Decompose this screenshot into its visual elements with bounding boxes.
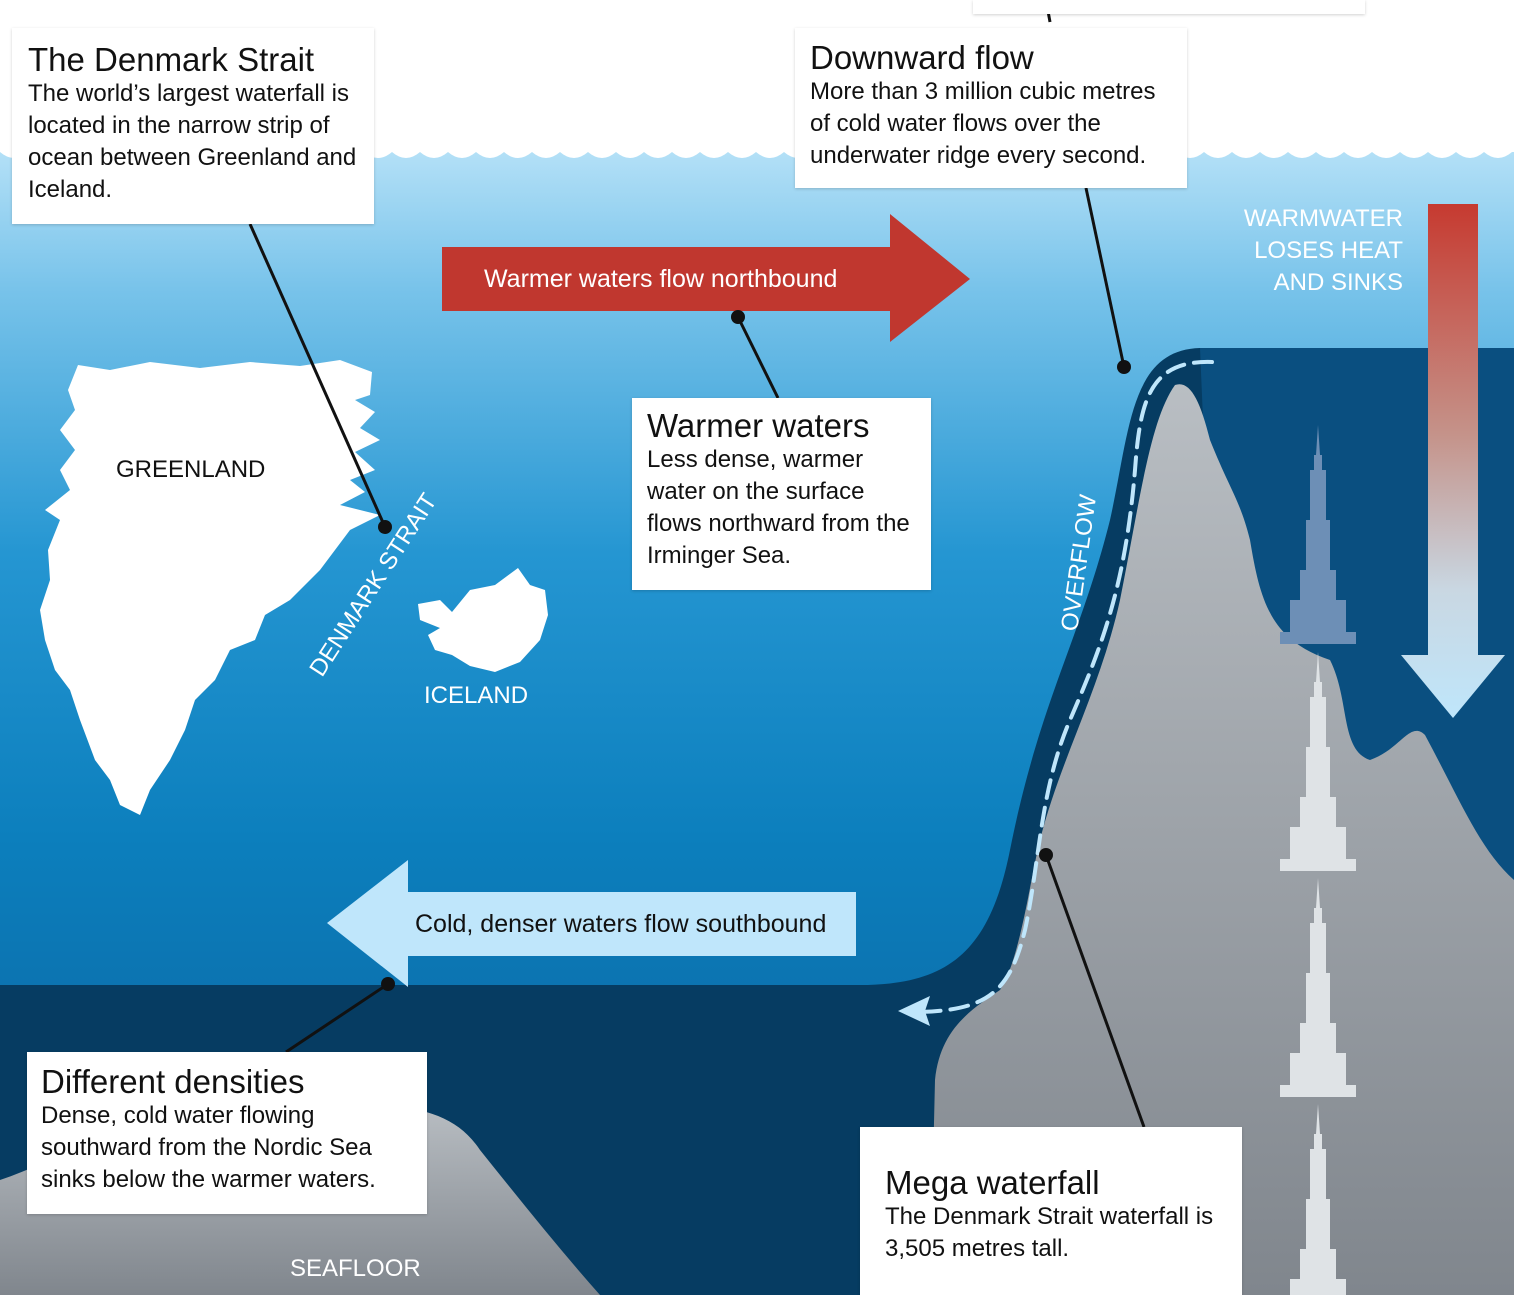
different-densities-body: Dense, cold water flowing southward from… bbox=[41, 1102, 376, 1193]
greenland-label: GREENLAND bbox=[116, 456, 266, 483]
northbound-arrow bbox=[442, 214, 970, 342]
warm-sinks-line-3: AND SINKS bbox=[1273, 269, 1403, 296]
iceland-label: ICELAND bbox=[424, 682, 529, 709]
southbound-arrow-label: Cold, denser waters flow southbound bbox=[415, 910, 827, 938]
warmer-waters-body: Less dense, warmer water on the surface … bbox=[647, 446, 910, 569]
downward-flow-body: More than 3 million cubic metres of cold… bbox=[810, 78, 1156, 169]
northbound-arrow-label: Warmer waters flow northbound bbox=[484, 265, 838, 293]
different-densities-title: Different densities bbox=[41, 1063, 305, 1100]
warm-sinks-line-1: WARMWATER bbox=[1243, 205, 1403, 232]
sinking-arrow bbox=[1401, 204, 1505, 718]
denmark-strait-card: The Denmark Strait The world’s largest w… bbox=[12, 28, 374, 224]
top-cropped-card bbox=[973, 0, 1365, 14]
warm-sinks-line-2: LOSES HEAT bbox=[1254, 237, 1403, 264]
overflow-path bbox=[918, 359, 1214, 1014]
southbound-arrow bbox=[327, 860, 856, 987]
underwater-ridge bbox=[930, 384, 1514, 1295]
warmer-waters-card: Warmer waters Less dense, warmer water o… bbox=[632, 398, 931, 590]
mega-waterfall-title: Mega waterfall bbox=[885, 1164, 1100, 1201]
connector-dots bbox=[378, 310, 1131, 991]
building-stack bbox=[1280, 425, 1356, 1295]
overflow-arrowhead bbox=[898, 996, 930, 1026]
iceland-map bbox=[418, 568, 548, 672]
downward-flow-card: Downward flow More than 3 million cubic … bbox=[795, 28, 1187, 188]
mega-waterfall-card: Mega waterfall The Denmark Strait waterf… bbox=[860, 1127, 1242, 1295]
greenland-map bbox=[40, 360, 380, 815]
connector-lines bbox=[248, 0, 1146, 1128]
denmark-strait-body: The world’s largest waterfall is located… bbox=[28, 80, 357, 203]
warmer-waters-title: Warmer waters bbox=[647, 407, 870, 444]
seafloor-label: SEAFLOOR bbox=[290, 1255, 421, 1282]
mega-waterfall-body: The Denmark Strait waterfall is 3,505 me… bbox=[885, 1203, 1214, 1262]
denmark-strait-title: The Denmark Strait bbox=[28, 41, 315, 78]
different-densities-card: Different densities Dense, cold water fl… bbox=[27, 1052, 427, 1214]
downward-flow-title: Downward flow bbox=[810, 39, 1034, 76]
warm-sinks-label: WARMWATER LOSES HEAT AND SINKS bbox=[1244, 203, 1403, 299]
